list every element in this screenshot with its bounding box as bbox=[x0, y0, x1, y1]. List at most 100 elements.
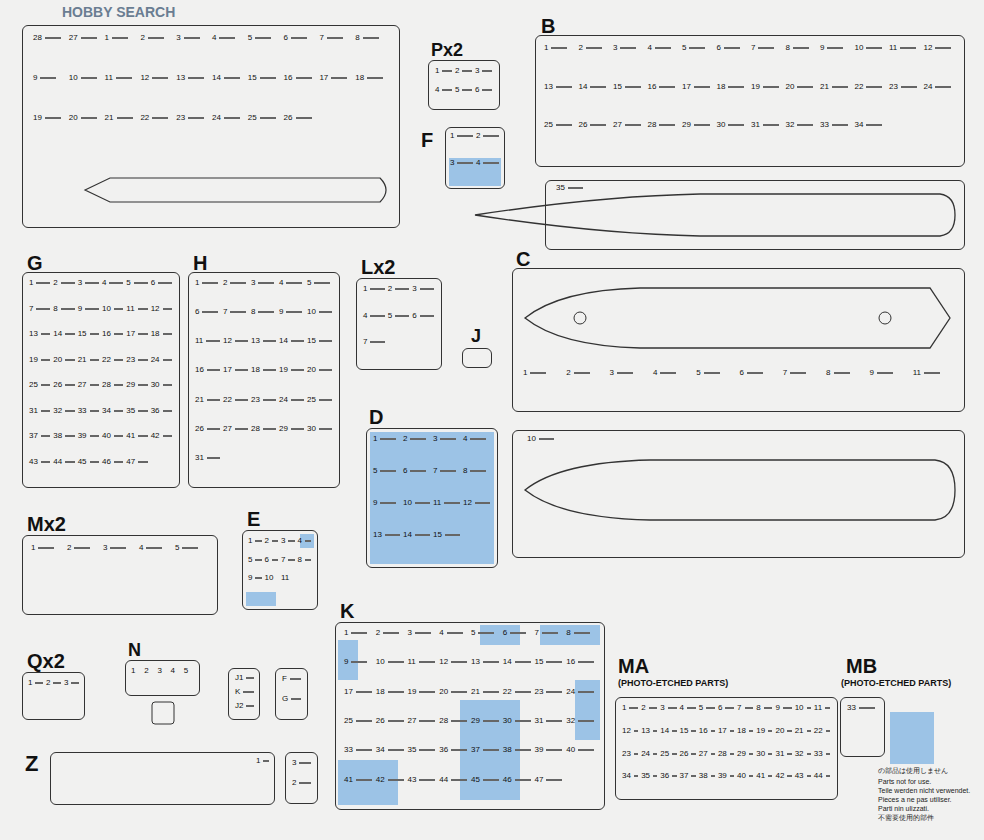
part-glyph bbox=[116, 77, 132, 79]
part-glyph bbox=[625, 124, 641, 126]
part-glyph bbox=[578, 749, 594, 751]
part-glyph bbox=[224, 117, 240, 119]
part-glyph bbox=[114, 384, 123, 386]
part-glyph bbox=[787, 753, 791, 755]
part-glyph bbox=[653, 775, 657, 777]
part-glyph bbox=[388, 779, 404, 781]
part-number: 28 bbox=[33, 34, 42, 42]
part-number: 36 bbox=[660, 772, 669, 780]
part-number: 16 bbox=[648, 83, 657, 91]
part-number: 44 bbox=[814, 772, 823, 780]
part-number: 19 bbox=[29, 356, 38, 364]
part-number: 18 bbox=[376, 688, 385, 696]
part-number: 3 bbox=[64, 679, 68, 687]
part-glyph bbox=[625, 86, 641, 88]
part-glyph bbox=[832, 86, 848, 88]
part-number: 17 bbox=[344, 688, 353, 696]
part-number: 11 bbox=[105, 74, 113, 82]
sprue-frame: B123456789101112131415161718192021222324… bbox=[535, 35, 965, 167]
part-number: 31 bbox=[535, 717, 544, 725]
part-number: 3 bbox=[408, 629, 412, 637]
part-glyph bbox=[114, 308, 123, 310]
part-glyph bbox=[768, 730, 772, 732]
part-number: 45 bbox=[78, 458, 87, 466]
part-glyph bbox=[327, 37, 343, 39]
sprue-frame: J bbox=[462, 348, 492, 368]
part-number: 36 bbox=[151, 407, 160, 415]
part-glyph bbox=[787, 730, 791, 732]
part-glyph bbox=[530, 372, 546, 374]
part-number: 28 bbox=[439, 717, 448, 725]
part-number: 5 bbox=[175, 544, 179, 552]
part-glyph bbox=[568, 187, 583, 189]
part-glyph bbox=[629, 707, 638, 709]
part-number: 19 bbox=[33, 114, 42, 122]
part-glyph bbox=[515, 779, 531, 781]
part-number: 13 bbox=[251, 337, 260, 345]
part-number: 38 bbox=[503, 746, 512, 754]
hull-part bbox=[525, 460, 955, 520]
part-number: 21 bbox=[78, 356, 87, 364]
part-glyph bbox=[668, 707, 677, 709]
part-number: 29 bbox=[682, 121, 691, 129]
part-number: 27 bbox=[223, 425, 232, 433]
part-number: 4 bbox=[279, 279, 283, 287]
part-glyph bbox=[90, 410, 99, 412]
sprue-letter: J bbox=[471, 327, 481, 345]
part-glyph bbox=[286, 311, 302, 313]
part-number: 9 bbox=[820, 44, 824, 52]
part-number: 7 bbox=[281, 556, 285, 564]
part-number: 4 bbox=[439, 629, 443, 637]
part-glyph bbox=[356, 691, 372, 693]
part-glyph bbox=[235, 369, 248, 371]
part-number: 4 bbox=[139, 544, 143, 552]
part-number: 24 bbox=[212, 114, 221, 122]
part-glyph bbox=[634, 753, 638, 755]
part-number: 29 bbox=[126, 381, 135, 389]
part-number: 15 bbox=[307, 337, 316, 345]
part-number: 26 bbox=[195, 425, 204, 433]
part-number: 35 bbox=[556, 184, 565, 192]
part-number: 27 bbox=[69, 34, 78, 42]
part-number: 39 bbox=[535, 746, 544, 754]
part-glyph bbox=[659, 86, 675, 88]
part-glyph bbox=[691, 730, 695, 732]
unused-area bbox=[338, 760, 398, 805]
part-number: 4 bbox=[680, 704, 684, 712]
part-number: 19 bbox=[756, 727, 765, 735]
part-glyph bbox=[807, 730, 811, 732]
part-number: 41 bbox=[126, 432, 135, 440]
part-glyph bbox=[445, 534, 460, 536]
sprue-frame: E1234567891011 bbox=[242, 530, 318, 610]
part-number: 13 bbox=[373, 531, 382, 539]
part-number: 4 bbox=[435, 86, 439, 94]
part-glyph bbox=[258, 311, 274, 313]
part-number: 7 bbox=[433, 467, 437, 475]
sprue-frame: Z1 bbox=[50, 752, 275, 805]
part-glyph bbox=[163, 333, 172, 335]
part-glyph bbox=[832, 124, 848, 126]
part-glyph bbox=[40, 77, 56, 79]
sprue-frame: 35 bbox=[545, 180, 965, 250]
part-glyph bbox=[419, 691, 435, 693]
part-glyph bbox=[590, 86, 606, 88]
part-glyph bbox=[255, 37, 271, 39]
sprue-frame: 2827123456789101112131415161718192021222… bbox=[22, 25, 400, 228]
part-glyph bbox=[451, 661, 467, 663]
part-number: 17 bbox=[126, 330, 135, 338]
part-number: 25 bbox=[544, 121, 553, 129]
part-number: 2 bbox=[265, 537, 269, 545]
part-glyph bbox=[388, 749, 404, 751]
sprue-letter: MB bbox=[846, 656, 877, 676]
part-number: 4 bbox=[648, 44, 652, 52]
part-glyph bbox=[546, 720, 562, 722]
part-glyph bbox=[38, 547, 54, 549]
part-glyph bbox=[420, 315, 434, 317]
part-glyph bbox=[138, 435, 147, 437]
part-number: 13 bbox=[544, 83, 553, 91]
part-glyph bbox=[415, 534, 430, 536]
part-glyph bbox=[263, 399, 276, 401]
part-glyph bbox=[207, 399, 220, 401]
part-glyph bbox=[36, 282, 50, 284]
part-number: 47 bbox=[535, 776, 544, 784]
